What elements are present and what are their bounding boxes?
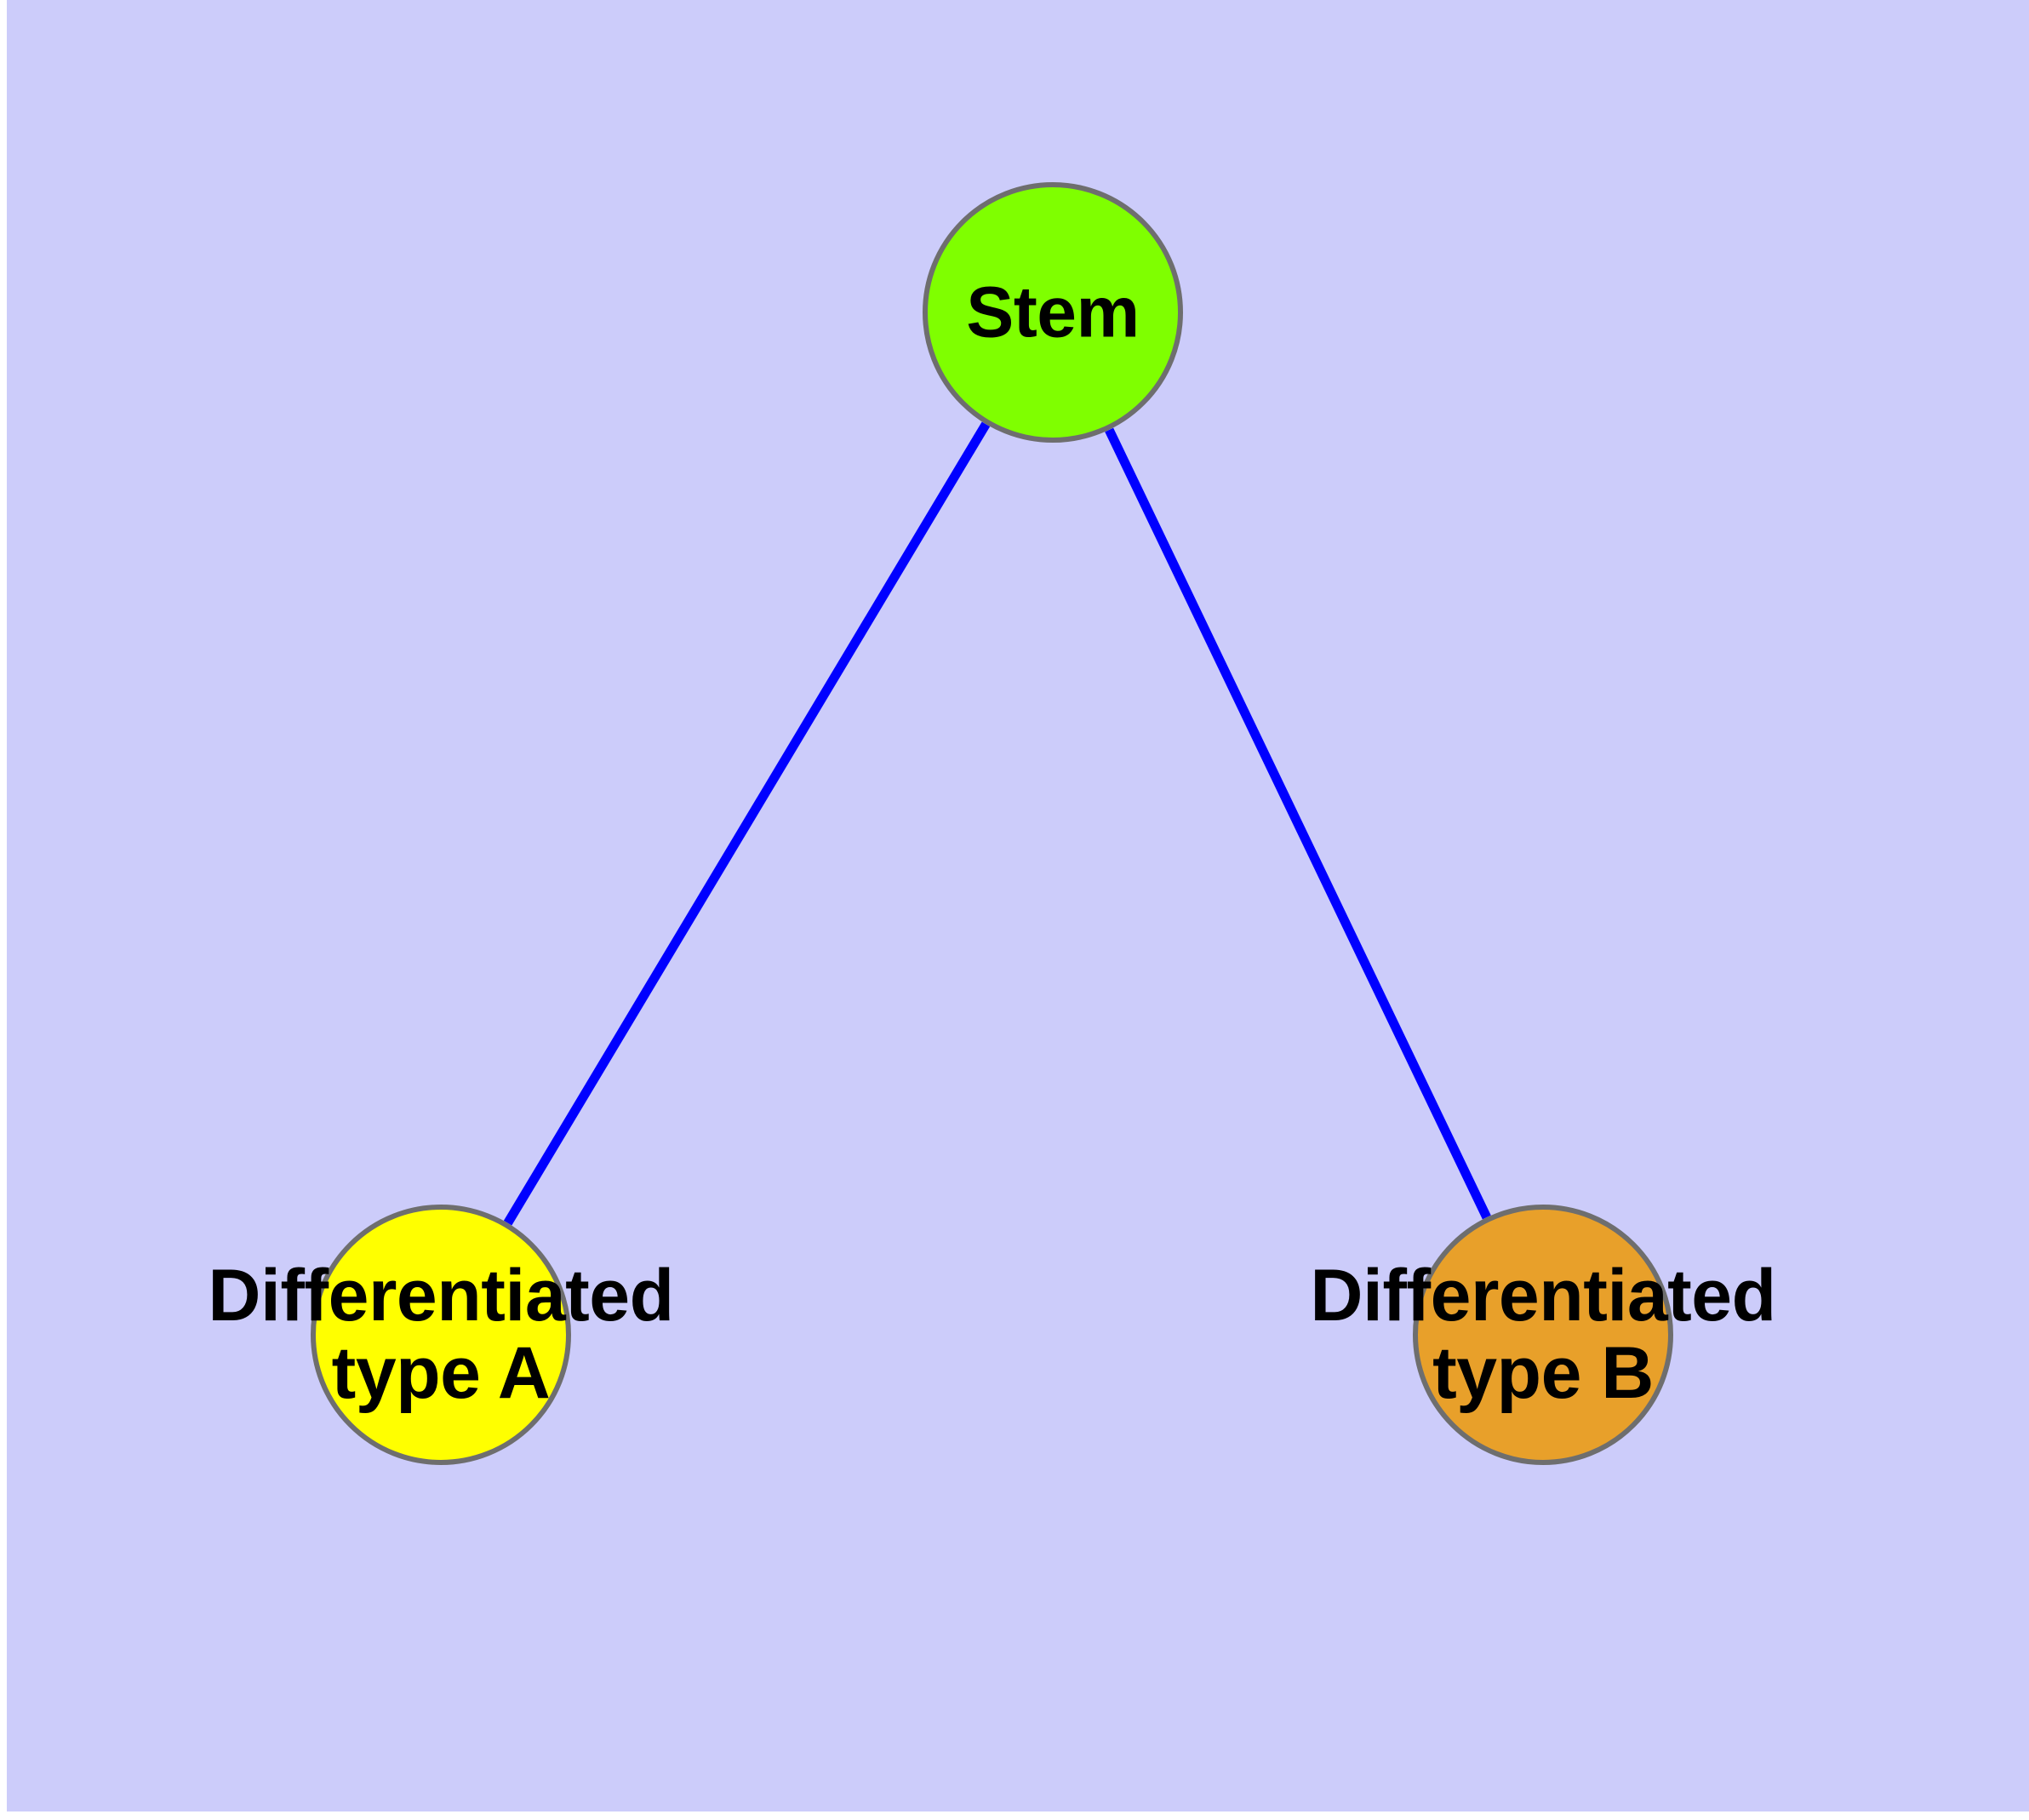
graph-edge-stem-to-diff-b[interactable] [1105,427,1491,1220]
graph-node-diff_b[interactable] [1413,1205,1673,1465]
graph-node-stem[interactable] [923,182,1183,443]
nodes-group [311,182,1673,1465]
edges-group [503,421,1491,1226]
graph-node-diff_a[interactable] [311,1205,571,1465]
graph-svg [311,182,1673,1465]
graph-edge-stem-to-diff-a[interactable] [503,421,991,1226]
